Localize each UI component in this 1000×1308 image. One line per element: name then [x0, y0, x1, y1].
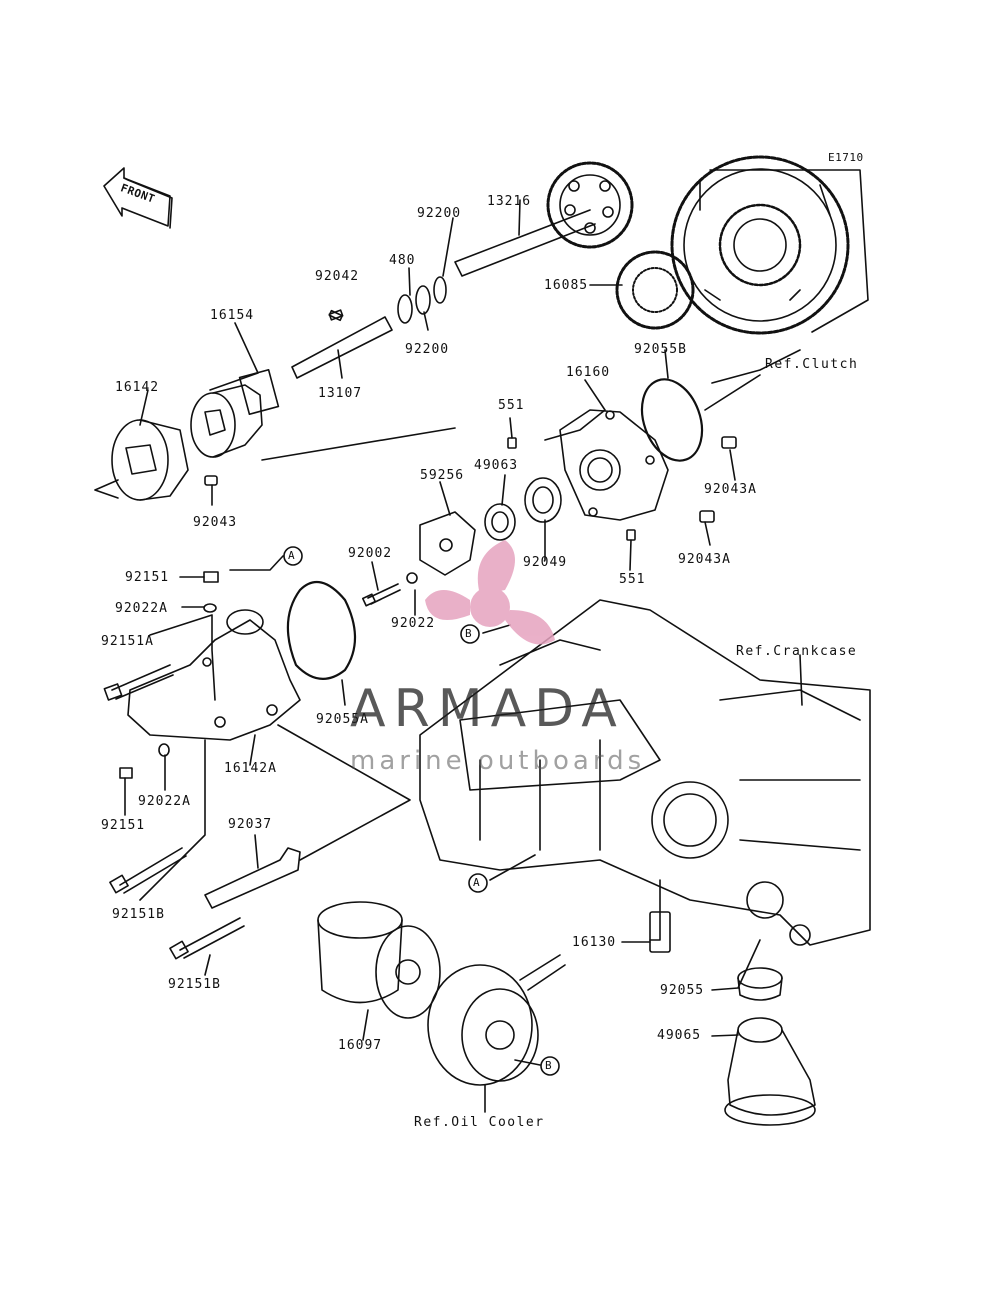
callout-b-label: B: [465, 627, 473, 640]
part-92043A-label: 92043A: [704, 482, 757, 497]
pump-cover-16160: [559, 409, 669, 521]
part-92022-label: 92022: [391, 616, 436, 631]
part-92042-label: 92042: [315, 269, 360, 284]
rotor-16154: [190, 368, 280, 458]
part-59256-label: 59256: [420, 468, 465, 483]
part-16154-label: 16154: [210, 308, 255, 323]
ref-oil-cooler-label: Ref.Oil Cooler: [414, 1115, 545, 1130]
impeller-59256: [419, 511, 476, 576]
part-92055A-label: 92055A: [316, 712, 369, 727]
part-92200-label-2: 92200: [405, 342, 450, 357]
part-16085-label: 16085: [544, 278, 589, 293]
part-92151B-label-2: 92151B: [168, 977, 221, 992]
watermark-subtitle: marine outboards: [350, 746, 646, 776]
part-92037-label: 92037: [228, 817, 273, 832]
oil-strainer-49065: [724, 967, 816, 1126]
clutch-gear: [670, 155, 869, 335]
crankcase: [419, 599, 871, 946]
bracket-92037: [204, 847, 301, 909]
part-92151A-label: 92151A: [101, 634, 154, 649]
part-92055-label: 92055: [660, 983, 705, 998]
part-480-label: 480: [389, 253, 416, 268]
callout-a-label-2: A: [473, 876, 481, 889]
pump-housing-16142A: [127, 609, 301, 741]
oil-filter-16097: [317, 901, 441, 1019]
part-92151-label: 92151: [125, 570, 170, 585]
part-92022A-label-2: 92022A: [138, 794, 191, 809]
ref-crankcase-label: Ref.Crankcase: [736, 644, 858, 659]
part-13107-label: 13107: [318, 386, 363, 401]
gear-16085: [615, 250, 695, 330]
part-551-label: 551: [498, 398, 525, 413]
front-arrow-icon: [103, 167, 173, 229]
diagram-code: E1710: [828, 151, 864, 164]
ref-clutch-label: Ref.Clutch: [765, 357, 859, 372]
part-16097-label: 16097: [338, 1038, 383, 1053]
callout-a-label: A: [288, 549, 296, 562]
watermark-title: ARMADA: [350, 679, 625, 739]
oil-cooler: [427, 954, 566, 1086]
part-92200-label: 92200: [417, 206, 462, 221]
part-13216-label: 13216: [487, 194, 532, 209]
part-16142-label: 16142: [115, 380, 160, 395]
part-92043-label: 92043: [193, 515, 238, 530]
part-92055B-label: 92055B: [634, 342, 687, 357]
part-49065-label: 49065: [657, 1028, 702, 1043]
part-16130-label: 16130: [572, 935, 617, 950]
part-551-label-2: 551: [619, 572, 646, 587]
shaft-13107: [291, 316, 393, 379]
callout-b-label-2: B: [545, 1059, 553, 1072]
part-49063-label: 49063: [474, 458, 519, 473]
part-92151-label-2: 92151: [101, 818, 146, 833]
part-16160-label: 16160: [566, 365, 611, 380]
part-92022A-label: 92022A: [115, 601, 168, 616]
armada-logo-mark: [425, 540, 555, 645]
part-92151B-label: 92151B: [112, 907, 165, 922]
part-92043A-label-2: 92043A: [678, 552, 731, 567]
part-16142A-label: 16142A: [224, 761, 277, 776]
gear-13216: [546, 161, 634, 249]
part-92049-label: 92049: [523, 555, 568, 570]
part-92002-label: 92002: [348, 546, 393, 561]
rotor-16142: [94, 419, 189, 501]
shaft-13216: [454, 209, 596, 277]
